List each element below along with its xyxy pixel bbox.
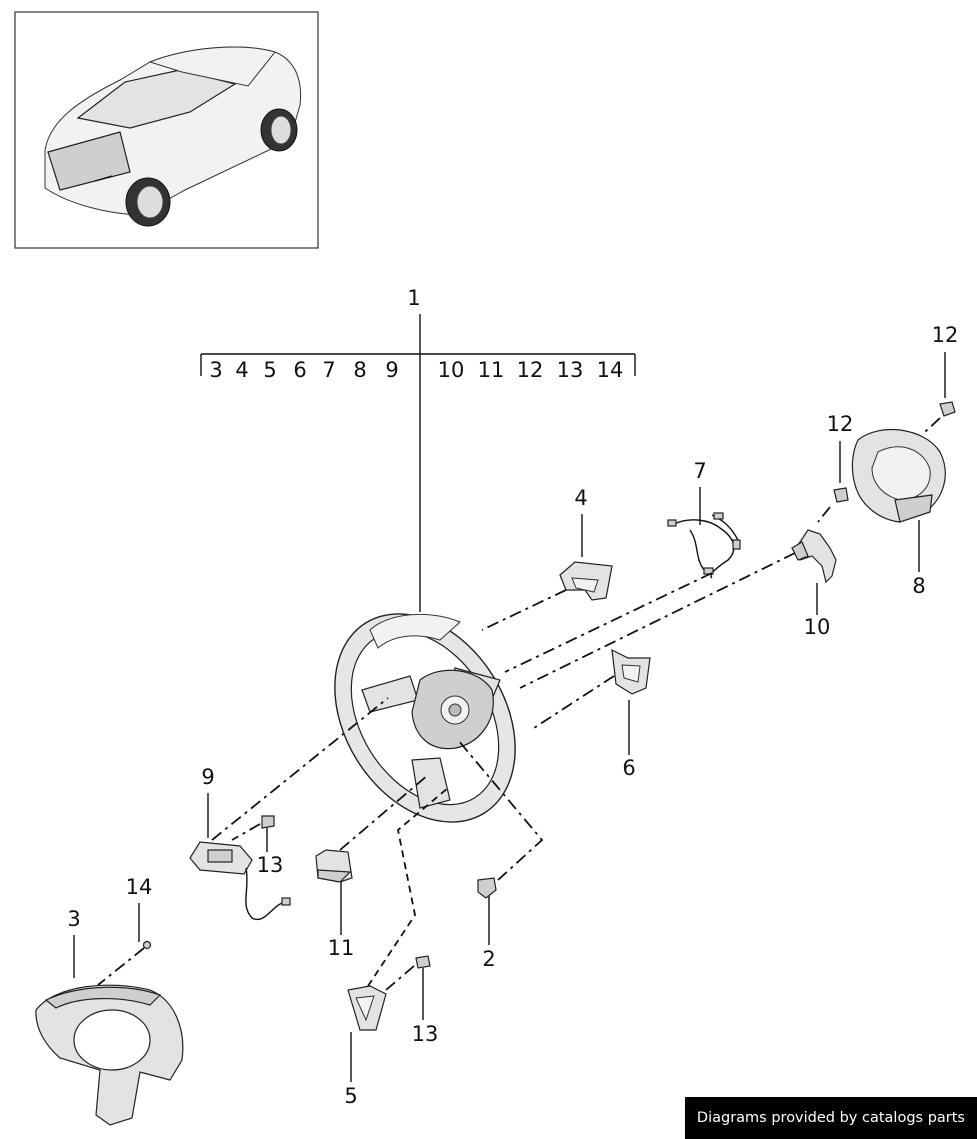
part-12-lower: 12 [817,412,854,523]
vehicle-thumbnail [14,11,319,249]
label-4: 4 [574,486,587,510]
group-bracket: 1 3 4 5 6 7 8 9 10 11 12 13 14 [200,286,636,612]
label-13-lower: 13 [412,1022,439,1046]
part-7: 7 [504,459,741,673]
group-member-9: 9 [385,358,398,382]
label-2: 2 [482,947,495,971]
part-2: 2 [457,739,544,971]
label-8: 8 [912,574,925,598]
group-member-8: 8 [353,358,366,382]
group-member-3: 3 [209,358,222,382]
label-12-lower: 12 [827,412,854,436]
group-member-12: 12 [517,358,544,382]
part-13-lower: 13 [385,955,439,1046]
group-member-13: 13 [557,358,584,382]
footer-credit: Diagrams provided by catalogs parts [684,1097,977,1139]
label-13-upper: 13 [257,853,284,877]
label-14: 14 [126,875,153,899]
part-4: 4 [481,486,613,631]
part-13-upper: 13 [231,815,284,877]
label-9: 9 [201,765,214,789]
group-member-10: 10 [438,358,465,382]
label-7: 7 [693,459,706,483]
part-11: 11 [315,774,429,960]
group-member-11: 11 [478,358,505,382]
part-10: 10 [519,529,837,689]
part-6: 6 [533,648,651,780]
label-1: 1 [407,286,420,310]
part-5: 5 [344,787,449,1108]
steering-wheel [334,613,516,823]
label-5: 5 [344,1084,357,1108]
label-10: 10 [804,615,831,639]
group-member-7: 7 [322,358,335,382]
label-11: 11 [328,936,355,960]
part-14: 14 [97,875,153,986]
group-member-6: 6 [293,358,306,382]
car-illustration [44,46,302,227]
label-12-upper: 12 [932,323,959,347]
part-3: 3 [35,907,184,1126]
label-3: 3 [67,907,80,931]
label-6: 6 [622,756,635,780]
part-9: 9 [189,697,389,921]
group-member-4: 4 [235,358,248,382]
group-member-5: 5 [263,358,276,382]
part-12-upper: 12 [924,323,959,433]
part-8: 8 [851,428,946,598]
group-member-14: 14 [597,358,624,382]
